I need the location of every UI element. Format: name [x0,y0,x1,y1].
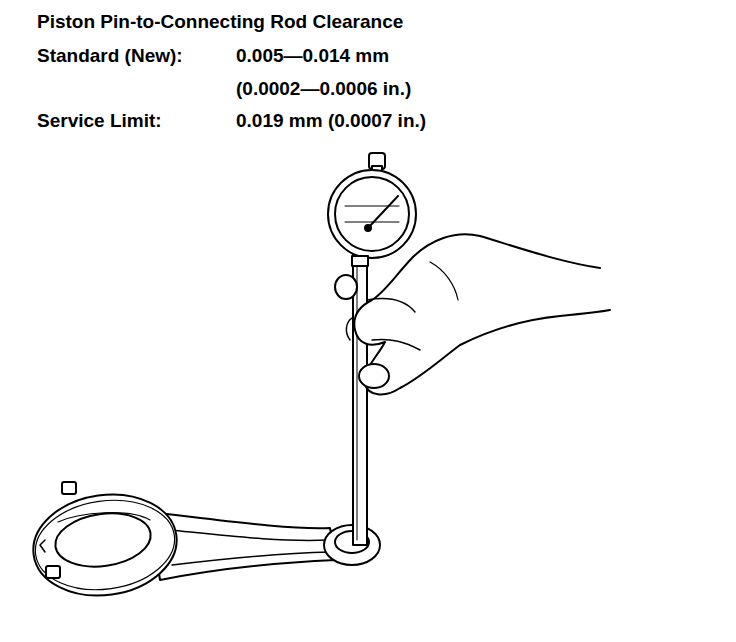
rod-big-end [27,485,184,604]
dial-pivot [365,225,371,231]
spec-value: 0.005—0.014 mm [236,46,389,67]
rod-beam-rib [172,552,330,565]
cap-line [40,540,45,552]
dial-bezel [328,170,416,258]
spec-label: Service Limit: [37,111,162,132]
rod-big-end-edge [30,492,181,599]
gauge-shaft-line [357,255,358,540]
finger-line [367,299,415,313]
cap-bolt [46,566,60,578]
gauge-knob [335,275,357,299]
hand [354,234,610,394]
cap-bolt [62,482,76,494]
dial-scale [345,206,399,222]
hand-crease [430,262,458,300]
finger-line [372,339,420,350]
dial-face [335,177,409,251]
thumb [359,364,389,388]
gauge-neck [352,256,368,266]
spec-value: 0.019 mm (0.0007 in.) [236,111,426,132]
rod-beam-rib [170,530,328,540]
finger-tip [346,318,352,340]
rod-bore-shade [58,513,150,522]
spec-label: Standard (New): [37,46,183,67]
rod-beam [150,512,336,580]
dial-needle [368,196,398,228]
spec-value: (0.0002—0.0006 in.) [236,79,411,100]
title: Piston Pin-to-Connecting Rod Clearance [37,12,403,33]
rod-big-end-bore [52,508,154,573]
